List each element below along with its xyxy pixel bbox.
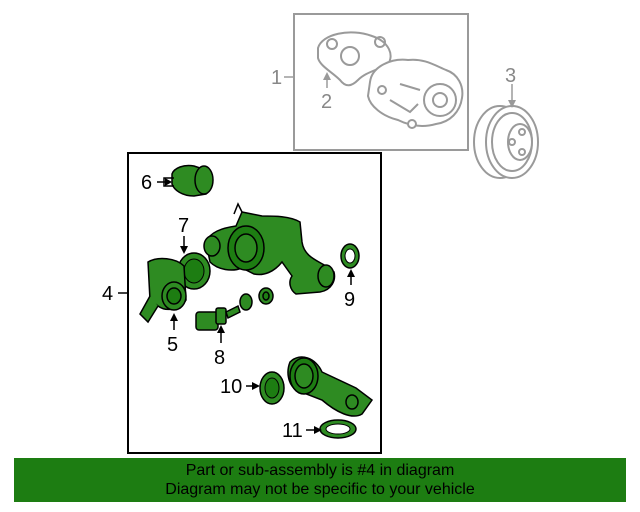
callout-7: 7 [178,215,189,237]
part-7-gasket-inner [183,258,205,284]
part-9-o-ring-hole [344,248,356,264]
part-11-gasket-hole [325,423,351,435]
arrow-heads-grey [323,72,516,108]
callout-6: 6 [141,172,152,194]
callout-5: 5 [167,334,178,356]
part-8-sensor [195,287,274,331]
banner-line-1: Part or sub-assembly is #4 in diagram [185,462,455,479]
water-pump [366,58,464,129]
callout-10: 10 [220,376,242,398]
assembly-box [127,152,382,454]
part-5-housing-cover [139,257,187,324]
callout-9: 9 [344,289,355,311]
part-6-fitting [163,164,214,197]
main-housing [203,202,336,295]
water-inlet [287,356,374,417]
pump-gasket [317,31,392,87]
banner-line-2: Diagram may not be specific to your vehi… [165,481,475,498]
callout-1: 1 [271,67,282,89]
pump-pulley [473,105,539,179]
callout-3: 3 [505,65,516,87]
callout-11: 11 [282,420,303,442]
callout-8: 8 [214,347,225,369]
water-pump-box [293,13,469,151]
callout-4: 4 [102,283,113,305]
callout-2: 2 [321,91,332,113]
arrow-heads [165,178,355,434]
part-10-o-ring-inner [264,377,280,399]
fitment-banner: Part or sub-assembly is #4 in diagram Di… [14,458,626,502]
